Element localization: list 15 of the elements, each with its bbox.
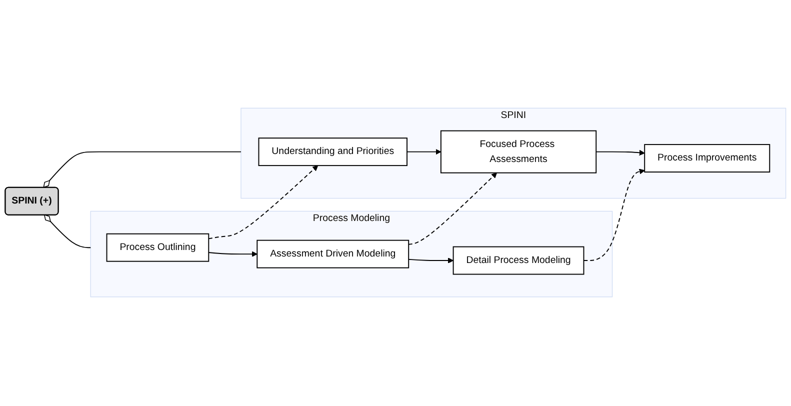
node-box: Understanding and Priorities <box>258 138 408 167</box>
node-box: Assessment Driven Modeling <box>256 240 410 269</box>
arrow <box>583 169 645 262</box>
connector <box>44 214 92 249</box>
node-box: Focused Process Assessments <box>440 130 597 174</box>
arrow <box>408 258 454 264</box>
arrow <box>208 252 258 258</box>
node-box: Process Outlining <box>106 234 210 262</box>
arrow <box>408 173 498 246</box>
connector <box>43 152 242 188</box>
arrow <box>208 166 318 240</box>
arrow <box>596 150 645 156</box>
arrow <box>406 149 442 156</box>
node-box: Detail Process Modeling <box>452 246 584 276</box>
node-box: Process Improvements <box>644 144 770 173</box>
